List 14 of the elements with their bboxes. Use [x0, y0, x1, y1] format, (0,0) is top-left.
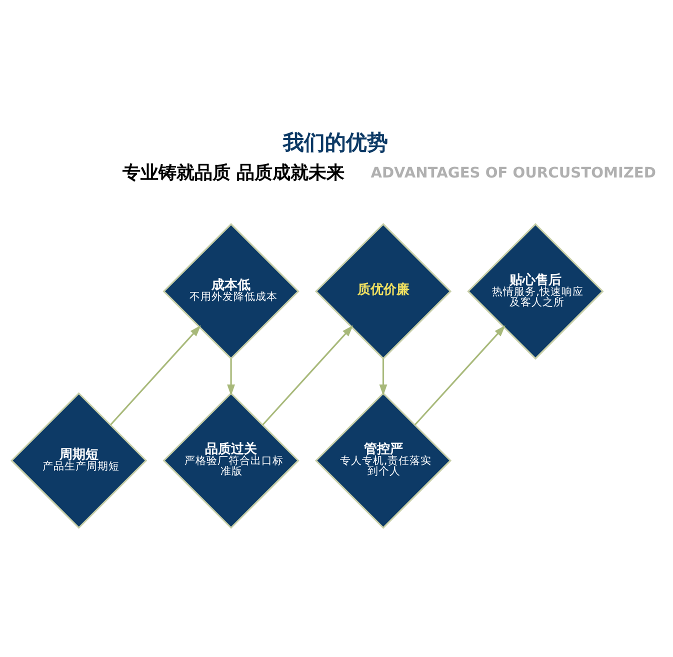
node-diamond: 质优价廉: [314, 222, 452, 360]
label: ADVANTAGES OF OURCUSTOMIZED: [370, 164, 656, 182]
arrow: [262, 324, 354, 425]
arrow: [227, 358, 236, 396]
node-diamond: 周期短 产品生产周期短: [10, 392, 148, 528]
node-diamond: 贴心售后 热情服务,快速响应及客人之所: [467, 222, 604, 360]
node-diamond: 成本低 不用外发降低成本: [162, 222, 300, 360]
arrow: [414, 324, 506, 425]
diagram-title: 我们的优势: [283, 129, 388, 154]
label: 专业铸就品质 品质成就未来: [122, 162, 345, 183]
arrow: [110, 324, 201, 425]
arrow: [379, 358, 388, 396]
node-diamond: 管控严 专人专机,责任落实到个人: [314, 392, 452, 528]
node-diamond: 品质过关 严格验厂符合出口标准版: [162, 392, 300, 528]
